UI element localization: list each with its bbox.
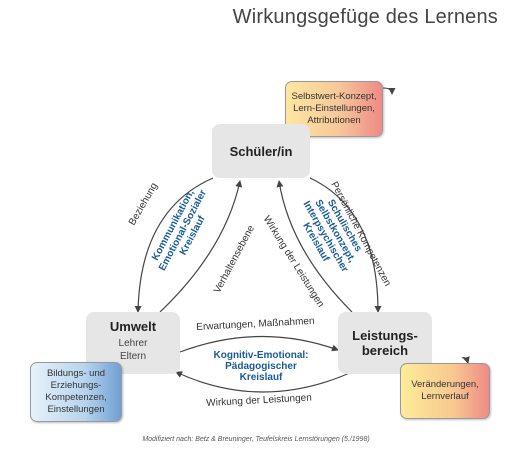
node-leistung-label1: Leistungs- bbox=[352, 328, 418, 343]
info-bildung-line2: Erziehungs- bbox=[50, 380, 102, 391]
arrow-persoenliche bbox=[309, 177, 382, 313]
info-bildung-line1: Bildungs- und bbox=[46, 368, 106, 379]
info-box-bildung: Bildungs- und Erziehungs- Kompetenzen, E… bbox=[30, 362, 122, 422]
arrow-verhaltensebene bbox=[159, 180, 243, 313]
arrow-beziehung bbox=[134, 177, 214, 313]
node-umwelt-sub2: Eltern bbox=[119, 351, 147, 362]
arrow-erwartungen bbox=[179, 335, 339, 353]
info-bildung-line4: Einstellungen bbox=[47, 404, 105, 415]
footnote: Modifiziert nach: Betz & Breuninger, Teu… bbox=[142, 436, 370, 443]
info-selbst-line2: Lern-Einstellungen, bbox=[293, 103, 375, 114]
cycle-bottom-line2: Pädagogischer bbox=[225, 361, 297, 372]
page-title: Wirkungsgefüge des Lernens bbox=[232, 6, 498, 28]
arrow-wirkung-right bbox=[276, 180, 353, 313]
node-schueler: Schüler/in bbox=[212, 124, 310, 178]
cycle-bottom-line3: Kreislauf bbox=[239, 372, 283, 383]
node-schueler-label: Schüler/in bbox=[229, 143, 293, 159]
info-selbst-line3: Attributionen bbox=[307, 115, 361, 126]
arrow-wirkung-bottom bbox=[175, 371, 353, 393]
info-selbst-line1: Selbstwert-Konzept, bbox=[291, 91, 377, 102]
cycle-bottom-line1: Kognitiv-Emotional: bbox=[213, 350, 309, 361]
info-veraend-line1: Veränderungen, bbox=[411, 379, 479, 390]
node-umwelt-label: Umwelt bbox=[109, 319, 157, 334]
info-veraend-line2: Lernverlauf bbox=[421, 391, 469, 402]
node-umwelt-sub1: Lehrer bbox=[118, 338, 148, 349]
info-bildung-line3: Kompetenzen, bbox=[45, 392, 107, 403]
info-box-veraenderungen: Veränderungen, Lernverlauf bbox=[400, 363, 490, 419]
cycle-bottom: Kognitiv-Emotional: Pädagogischer Kreisl… bbox=[206, 350, 316, 383]
arrow-from-selbst bbox=[382, 87, 396, 95]
node-leistung-label2: bereich bbox=[361, 343, 409, 358]
info-box-selbstwert: Selbstwert-Konzept, Lern-Einstellungen, … bbox=[285, 81, 383, 137]
arrow-to-veraend bbox=[461, 356, 470, 364]
